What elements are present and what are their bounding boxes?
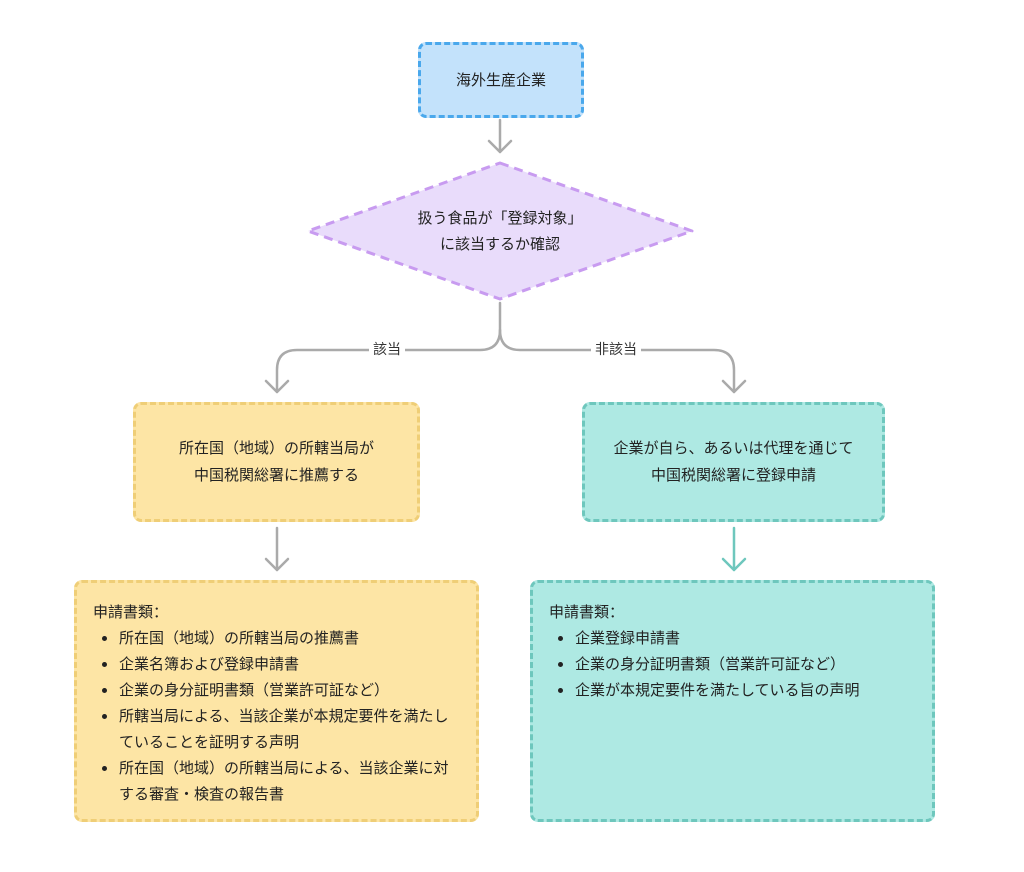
self-application-node: 企業が自ら、あるいは代理を通じて 中国税関総署に登録申請 (582, 402, 885, 522)
edge-label-no: 非該当 (591, 341, 641, 359)
arrow-decision-to-right (498, 328, 747, 394)
self-application-line2: 中国税関総署に登録申請 (650, 466, 816, 484)
authority-node-line2: 中国税関総署に推薦する (193, 466, 359, 484)
arrow-start-to-decision (487, 118, 513, 154)
left-documents-list: 所在国（地域）の所轄当局の推薦書 企業名簿および登録申請書 企業の身分証明書類（… (93, 625, 462, 807)
decision-node: 扱う食品が「登録対象」 に該当するか確認 (360, 205, 640, 257)
decision-label-line2: に該当するか確認 (439, 235, 560, 253)
list-item: 企業が本規定要件を満たしている旨の声明 (558, 677, 918, 703)
right-documents-list: 企業登録申請書 企業の身分証明書類（営業許可証など） 企業が本規定要件を満たして… (549, 625, 918, 703)
authority-node-line1: 所在国（地域）の所轄当局が (178, 439, 374, 457)
left-documents-heading: 申請書類： (93, 603, 169, 621)
right-documents-box: 申請書類： 企業登録申請書 企業の身分証明書類（営業許可証など） 企業が本規定要… (530, 580, 935, 822)
arrow-right-to-docs (721, 526, 747, 572)
authority-recommendation-node: 所在国（地域）の所轄当局が 中国税関総署に推薦する (133, 402, 420, 522)
list-item: 企業の身分証明書類（営業許可証など） (558, 651, 918, 677)
list-item: 企業名簿および登録申請書 (102, 651, 462, 677)
self-application-line1: 企業が自ら、あるいは代理を通じて (613, 439, 854, 457)
decision-label-line1: 扱う食品が「登録対象」 (417, 209, 583, 227)
list-item: 所在国（地域）の所轄当局の推薦書 (102, 625, 462, 651)
decision-diamond (306, 161, 694, 301)
list-item: 企業の身分証明書類（営業許可証など） (102, 677, 462, 703)
right-documents-heading: 申請書類： (549, 603, 625, 621)
arrow-left-to-docs (264, 526, 290, 572)
edge-label-yes: 該当 (369, 341, 405, 359)
list-item: 所在国（地域）の所轄当局による、当該企業に対する審査・検査の報告書 (102, 755, 462, 807)
start-node-label: 海外生産企業 (455, 70, 546, 89)
list-item: 所轄当局による、当該企業が本規定要件を満たしていることを証明する声明 (102, 703, 462, 755)
list-item: 企業登録申請書 (558, 625, 918, 651)
left-documents-box: 申請書類： 所在国（地域）の所轄当局の推薦書 企業名簿および登録申請書 企業の身… (74, 580, 479, 822)
start-node: 海外生産企業 (418, 42, 584, 118)
